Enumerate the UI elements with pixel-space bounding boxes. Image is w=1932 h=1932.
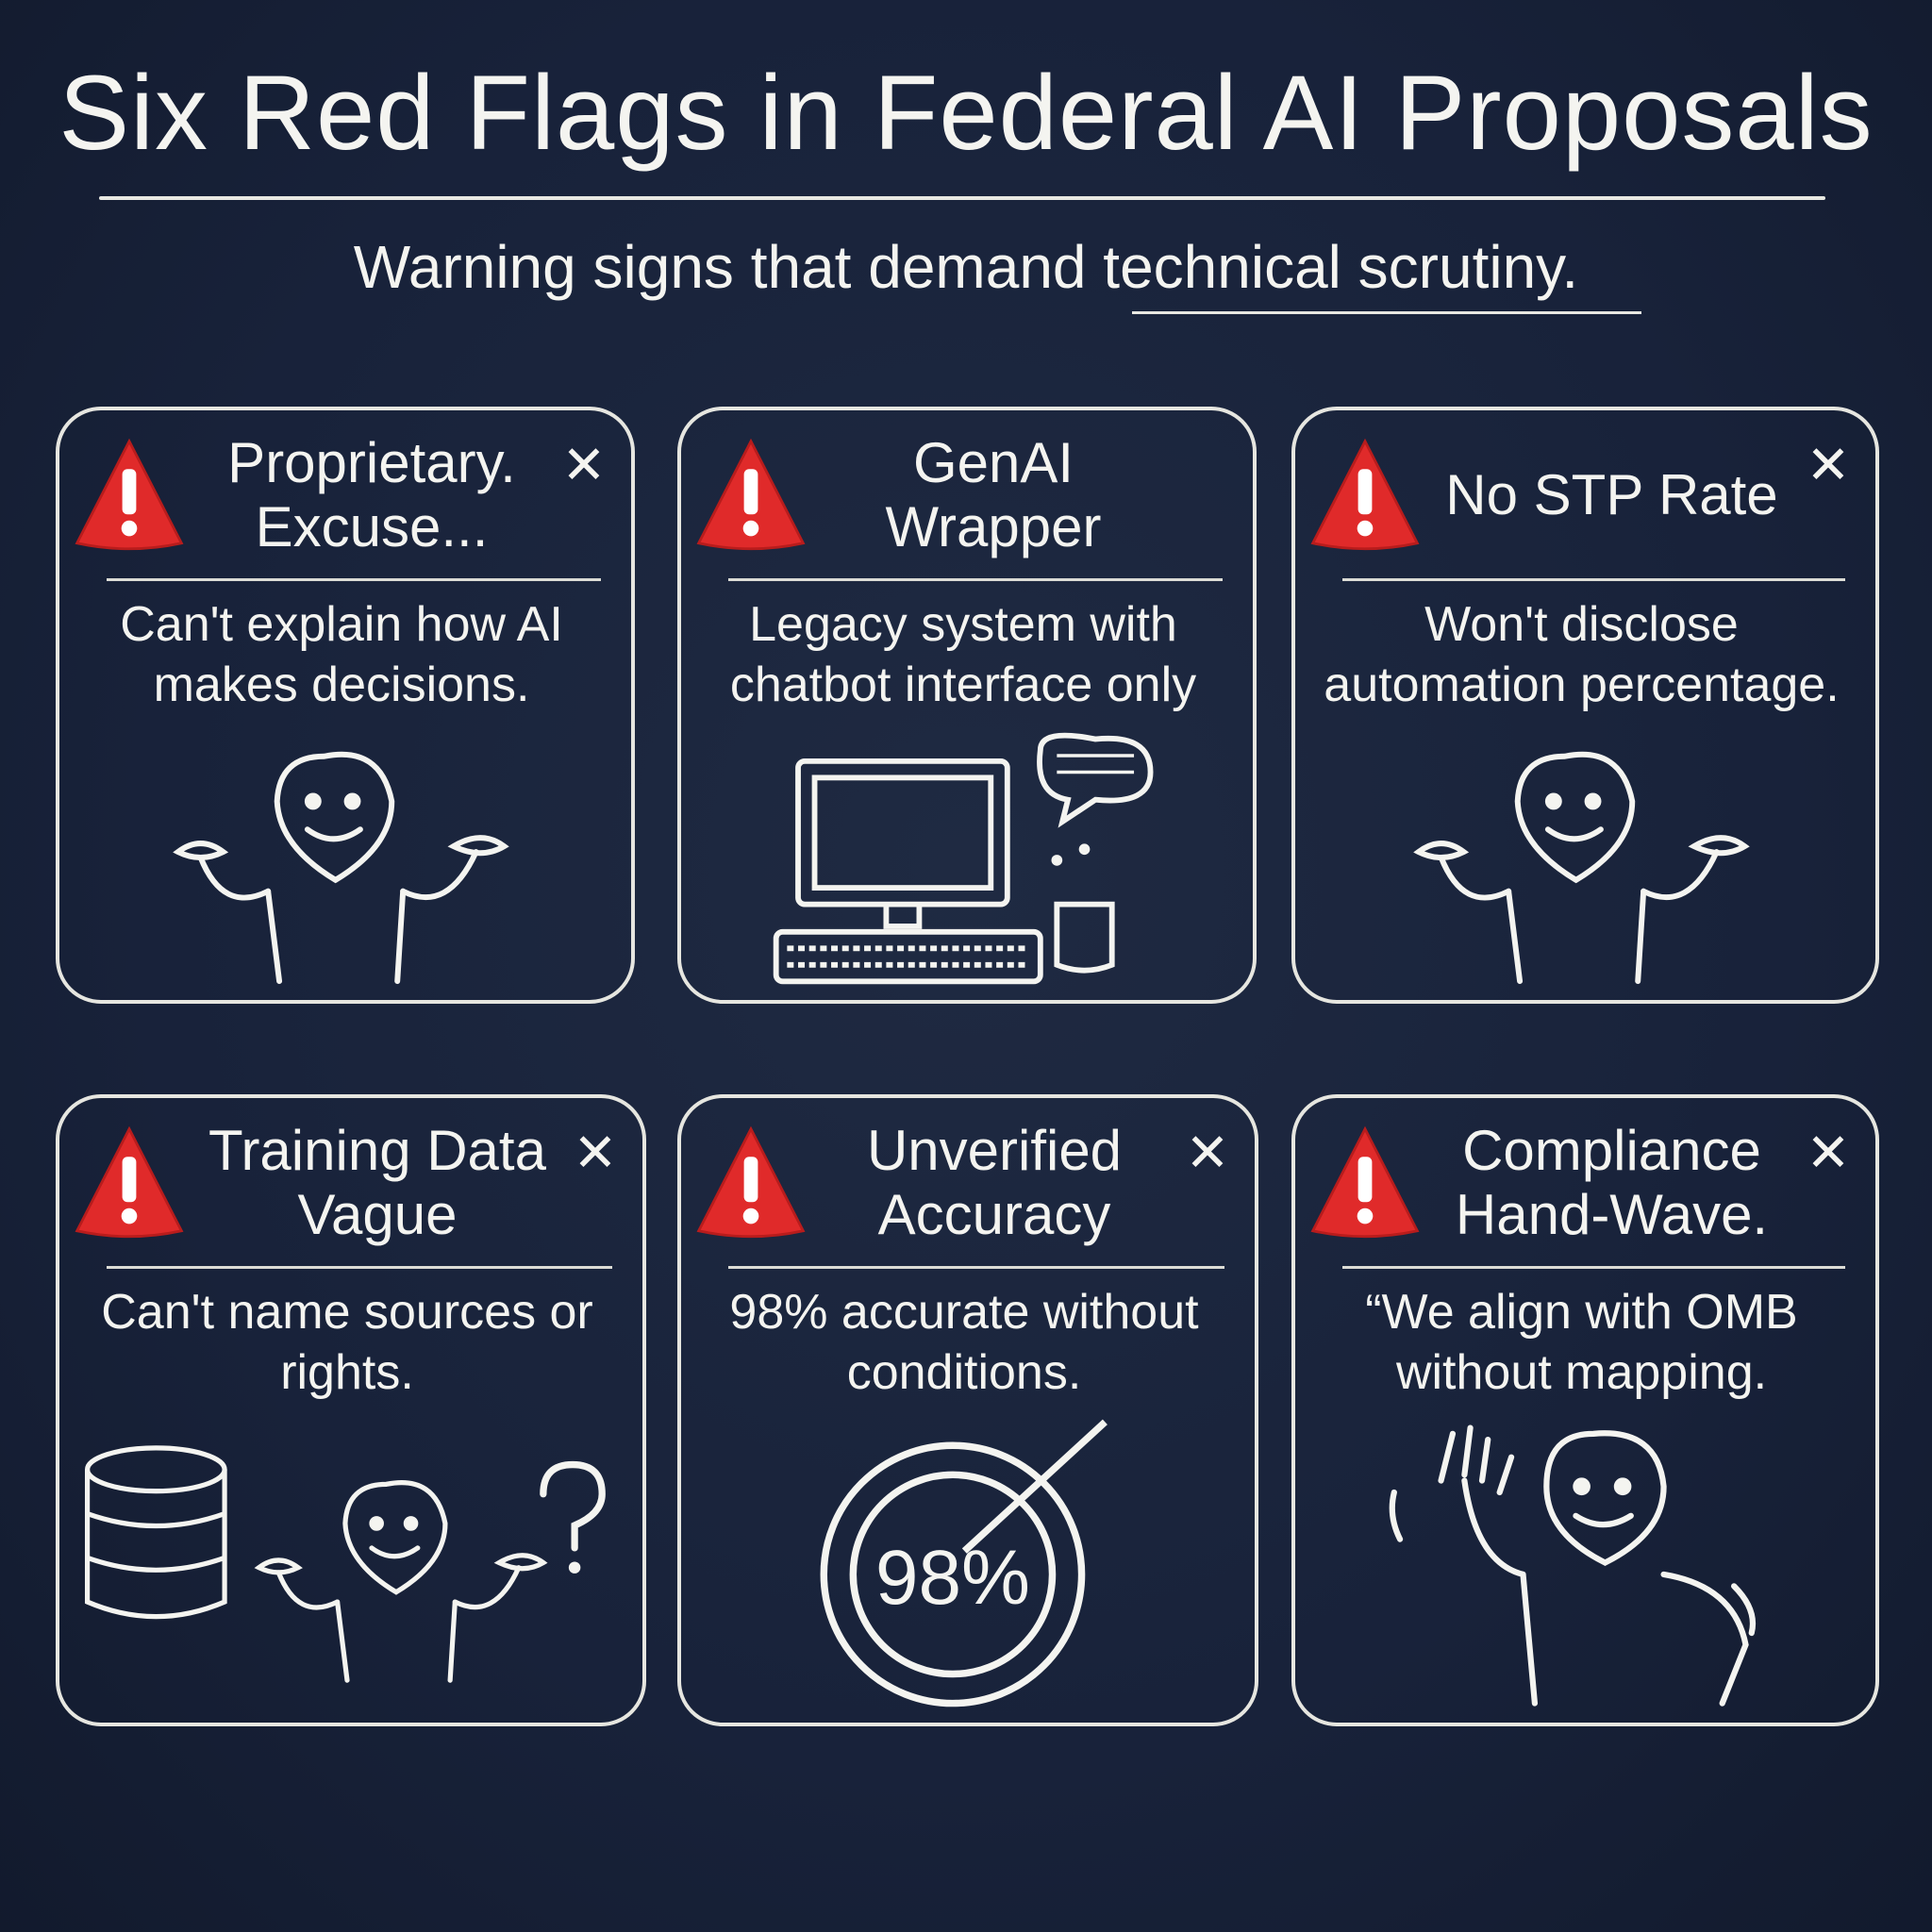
target-icon: 98% <box>694 1403 1234 1715</box>
card-title: GenAI Wrapper <box>885 431 1102 558</box>
card-header: Compliance Hand-Wave. ✕ <box>1308 1108 1855 1258</box>
red-flag-card: Training Data Vague ✕ Can't name sources… <box>56 1094 646 1726</box>
card-description: “We align with OMB without mapping. <box>1365 1285 1798 1400</box>
card-title: No STP Rate <box>1445 463 1778 526</box>
warning-triangle-icon <box>1308 434 1422 557</box>
card-title: Compliance Hand-Wave. <box>1455 1119 1769 1246</box>
title-underline <box>99 196 1825 200</box>
card-title: Proprietary. Excuse... <box>227 431 516 558</box>
shrugging-person-icon <box>73 715 610 992</box>
card-divider <box>728 578 1223 581</box>
card-title: Unverified Accuracy <box>866 1119 1123 1246</box>
warning-triangle-icon <box>73 1122 186 1244</box>
warning-triangle-icon <box>694 1122 808 1244</box>
card-title: Training Data Vague <box>208 1119 546 1246</box>
card-divider <box>728 1266 1224 1269</box>
red-flag-card: No STP Rate ✕ Won't disclose automation … <box>1291 407 1879 1004</box>
card-header: Unverified Accuracy ✕ <box>694 1108 1234 1258</box>
red-flag-card: Unverified Accuracy ✕ 98% accurate witho… <box>677 1094 1258 1726</box>
red-flag-card: Compliance Hand-Wave. ✕ “We align with O… <box>1291 1094 1879 1726</box>
card-divider <box>1342 1266 1845 1269</box>
warning-triangle-icon <box>694 434 808 557</box>
close-x-icon: ✕ <box>1185 1123 1230 1182</box>
close-x-icon: ✕ <box>561 435 607 494</box>
red-flag-card: GenAI Wrapper ✕ Legacy system with chatb… <box>677 407 1257 1004</box>
card-header: Proprietary. Excuse... ✕ <box>73 420 610 571</box>
warning-triangle-icon <box>1308 1122 1422 1244</box>
target-badge: 98% <box>875 1535 1030 1621</box>
card-header: Training Data Vague ✕ <box>73 1108 622 1258</box>
waving-person-icon <box>1308 1403 1855 1715</box>
card-description: Can't name sources or rights. <box>101 1285 593 1400</box>
subtitle-underline <box>1132 311 1641 314</box>
card-divider <box>107 1266 612 1269</box>
card-description: Legacy system with chatbot interface onl… <box>729 597 1197 712</box>
title: Six Red Flags in Federal AI Proposals <box>58 54 1874 172</box>
subtitle: Warning signs that demand technical scru… <box>353 233 1579 301</box>
card-description: Can't explain how AI makes decisions. <box>120 597 563 712</box>
card-header: No STP Rate ✕ <box>1308 420 1855 571</box>
red-flag-card: Proprietary. Excuse... ✕ Can't explain h… <box>56 407 635 1004</box>
close-x-icon: ✕ <box>1806 435 1851 494</box>
database-confused-person-icon <box>73 1403 622 1715</box>
shrugging-person-icon <box>1308 715 1855 992</box>
card-description: 98% accurate without conditions. <box>729 1285 1199 1400</box>
card-header: GenAI Wrapper ✕ <box>694 420 1232 571</box>
card-description: Won't disclose automation percentage. <box>1324 597 1840 712</box>
close-x-icon: ✕ <box>573 1123 618 1182</box>
warning-triangle-icon <box>73 434 186 557</box>
card-divider <box>1342 578 1845 581</box>
card-divider <box>107 578 601 581</box>
computer-chatbot-icon <box>694 715 1232 992</box>
close-x-icon: ✕ <box>1806 1123 1851 1182</box>
